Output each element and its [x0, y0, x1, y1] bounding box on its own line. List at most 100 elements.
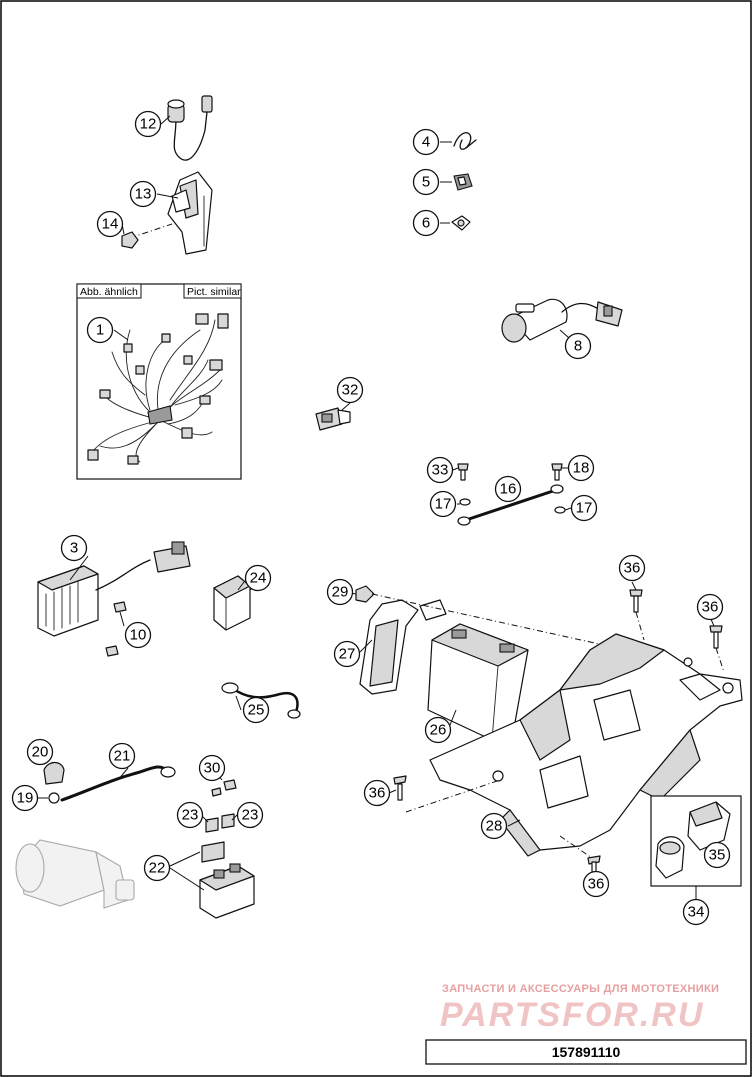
callout-32-label: 32: [342, 382, 359, 399]
callout-20-label: 20: [32, 744, 49, 761]
callout-4: 4: [412, 128, 440, 156]
callout-21: 21: [108, 742, 136, 770]
callout-30-label: 30: [204, 760, 221, 777]
part-8-capacitor: [501, 298, 623, 343]
callout-17-right: 17: [570, 494, 598, 522]
callout-6: 6: [412, 209, 440, 237]
part-3-voltage-regulator: [37, 541, 191, 637]
callout-36-c: 36: [363, 779, 391, 807]
callout-33-label: 33: [432, 462, 449, 479]
part-27-battery-strap: [359, 599, 447, 695]
callout-8-label: 8: [574, 338, 582, 355]
callout-14-label: 14: [102, 216, 119, 233]
part-12-13-14-switch-assembly: [121, 95, 213, 255]
part-36-bolts: [393, 589, 725, 877]
callout-24: 24: [244, 564, 272, 592]
callout-17-right-label: 17: [576, 500, 593, 517]
callout-8: 8: [564, 332, 592, 360]
drawing-number-box: 157891110: [425, 1039, 747, 1065]
callout-10: 10: [124, 621, 152, 649]
part-22-starter-relay: [199, 841, 255, 919]
harness-note-english: Pict. similar: [187, 286, 241, 298]
callout-27: 27: [333, 640, 361, 668]
callout-22: 22: [143, 854, 171, 882]
callout-29-label: 29: [332, 584, 349, 601]
callout-28-label: 28: [486, 818, 503, 835]
harness-note-german: Abb. ähnlich: [80, 286, 138, 298]
callout-23-right-label: 23: [242, 807, 259, 824]
callout-6-label: 6: [422, 215, 430, 232]
drawing-number: 157891110: [552, 1044, 621, 1060]
callout-25-label: 25: [248, 702, 265, 719]
callout-5-label: 5: [422, 174, 430, 191]
part-32-connector: [315, 407, 351, 431]
callout-26: 26: [424, 716, 452, 744]
part-16-ground-cable: [457, 484, 564, 526]
callout-32: 32: [336, 376, 364, 404]
callout-36-d: 36: [582, 870, 610, 898]
callout-36-a: 36: [618, 554, 646, 582]
callout-36-b: 36: [696, 593, 724, 621]
callout-19-label: 19: [17, 790, 34, 807]
part-25-cable: [221, 682, 301, 719]
callout-18-label: 18: [573, 460, 590, 477]
callout-10-label: 10: [130, 627, 147, 644]
part-5-clip: [453, 173, 473, 191]
callout-13: 13: [129, 180, 157, 208]
part-29-nut: [355, 585, 375, 603]
callout-19: 19: [11, 784, 39, 812]
part-28-battery-tray: [429, 633, 743, 857]
callout-23-right: 23: [236, 801, 264, 829]
callout-30: 30: [198, 754, 226, 782]
callout-34-label: 34: [688, 904, 705, 921]
part-18-33-bolts: [457, 463, 563, 481]
watermark-tagline: ЗАПЧАСТИ И АКСЕССУАРЫ ДЛЯ МОТОТЕХНИКИ: [442, 983, 719, 995]
starter-motor-reference: [15, 839, 135, 909]
callout-28: 28: [480, 812, 508, 840]
callout-12-label: 12: [140, 116, 157, 133]
assembly-line-29: [371, 593, 691, 665]
part-30-plug: [211, 779, 237, 797]
callout-3-label: 3: [70, 540, 78, 557]
callout-36-c-label: 36: [369, 785, 386, 802]
callout-16: 16: [494, 475, 522, 503]
part-17-washers: [459, 498, 566, 514]
part-4-cable-tie: [453, 132, 477, 150]
part-20-cap: [43, 761, 65, 785]
callout-21-label: 21: [114, 748, 131, 765]
callout-5: 5: [412, 168, 440, 196]
callout-27-label: 27: [339, 646, 356, 663]
callout-1: 1: [86, 316, 114, 344]
part-34-cover-kit-box: [650, 795, 742, 899]
part-23-fuses: [205, 813, 235, 833]
part-10-screws: [105, 601, 127, 657]
callout-20: 20: [26, 738, 54, 766]
part-35-cover: [655, 801, 731, 879]
callout-1-label: 1: [96, 322, 104, 339]
callout-36-b-label: 36: [702, 599, 719, 616]
part-19-nut: [48, 792, 60, 804]
callout-33: 33: [426, 456, 454, 484]
part-21-starter-cable: [60, 765, 176, 802]
callout-34: 34: [682, 898, 710, 926]
part-24-relay: [213, 575, 251, 631]
callout-13-label: 13: [135, 186, 152, 203]
callout-35-label: 35: [709, 847, 726, 864]
callout-18: 18: [567, 454, 595, 482]
callout-3: 3: [60, 534, 88, 562]
callout-36-d-label: 36: [588, 876, 605, 893]
callout-14: 14: [96, 210, 124, 238]
watermark-brand: PARTSFOR.RU: [440, 996, 704, 1034]
callout-26-label: 26: [430, 722, 447, 739]
callout-4-label: 4: [422, 134, 430, 151]
callout-17-left: 17: [429, 490, 457, 518]
callout-23-left: 23: [176, 801, 204, 829]
part-6-holder: [451, 215, 471, 231]
callout-22-label: 22: [149, 860, 166, 877]
callout-23-left-label: 23: [182, 807, 199, 824]
callout-12: 12: [134, 110, 162, 138]
watermark: ЗАПЧАСТИ И АКСЕССУАРЫ ДЛЯ МОТОТЕХНИКИ PA…: [440, 983, 719, 1034]
callout-16-label: 16: [500, 481, 517, 498]
harness-box: Abb. ähnlich Pict. similar: [76, 283, 242, 480]
